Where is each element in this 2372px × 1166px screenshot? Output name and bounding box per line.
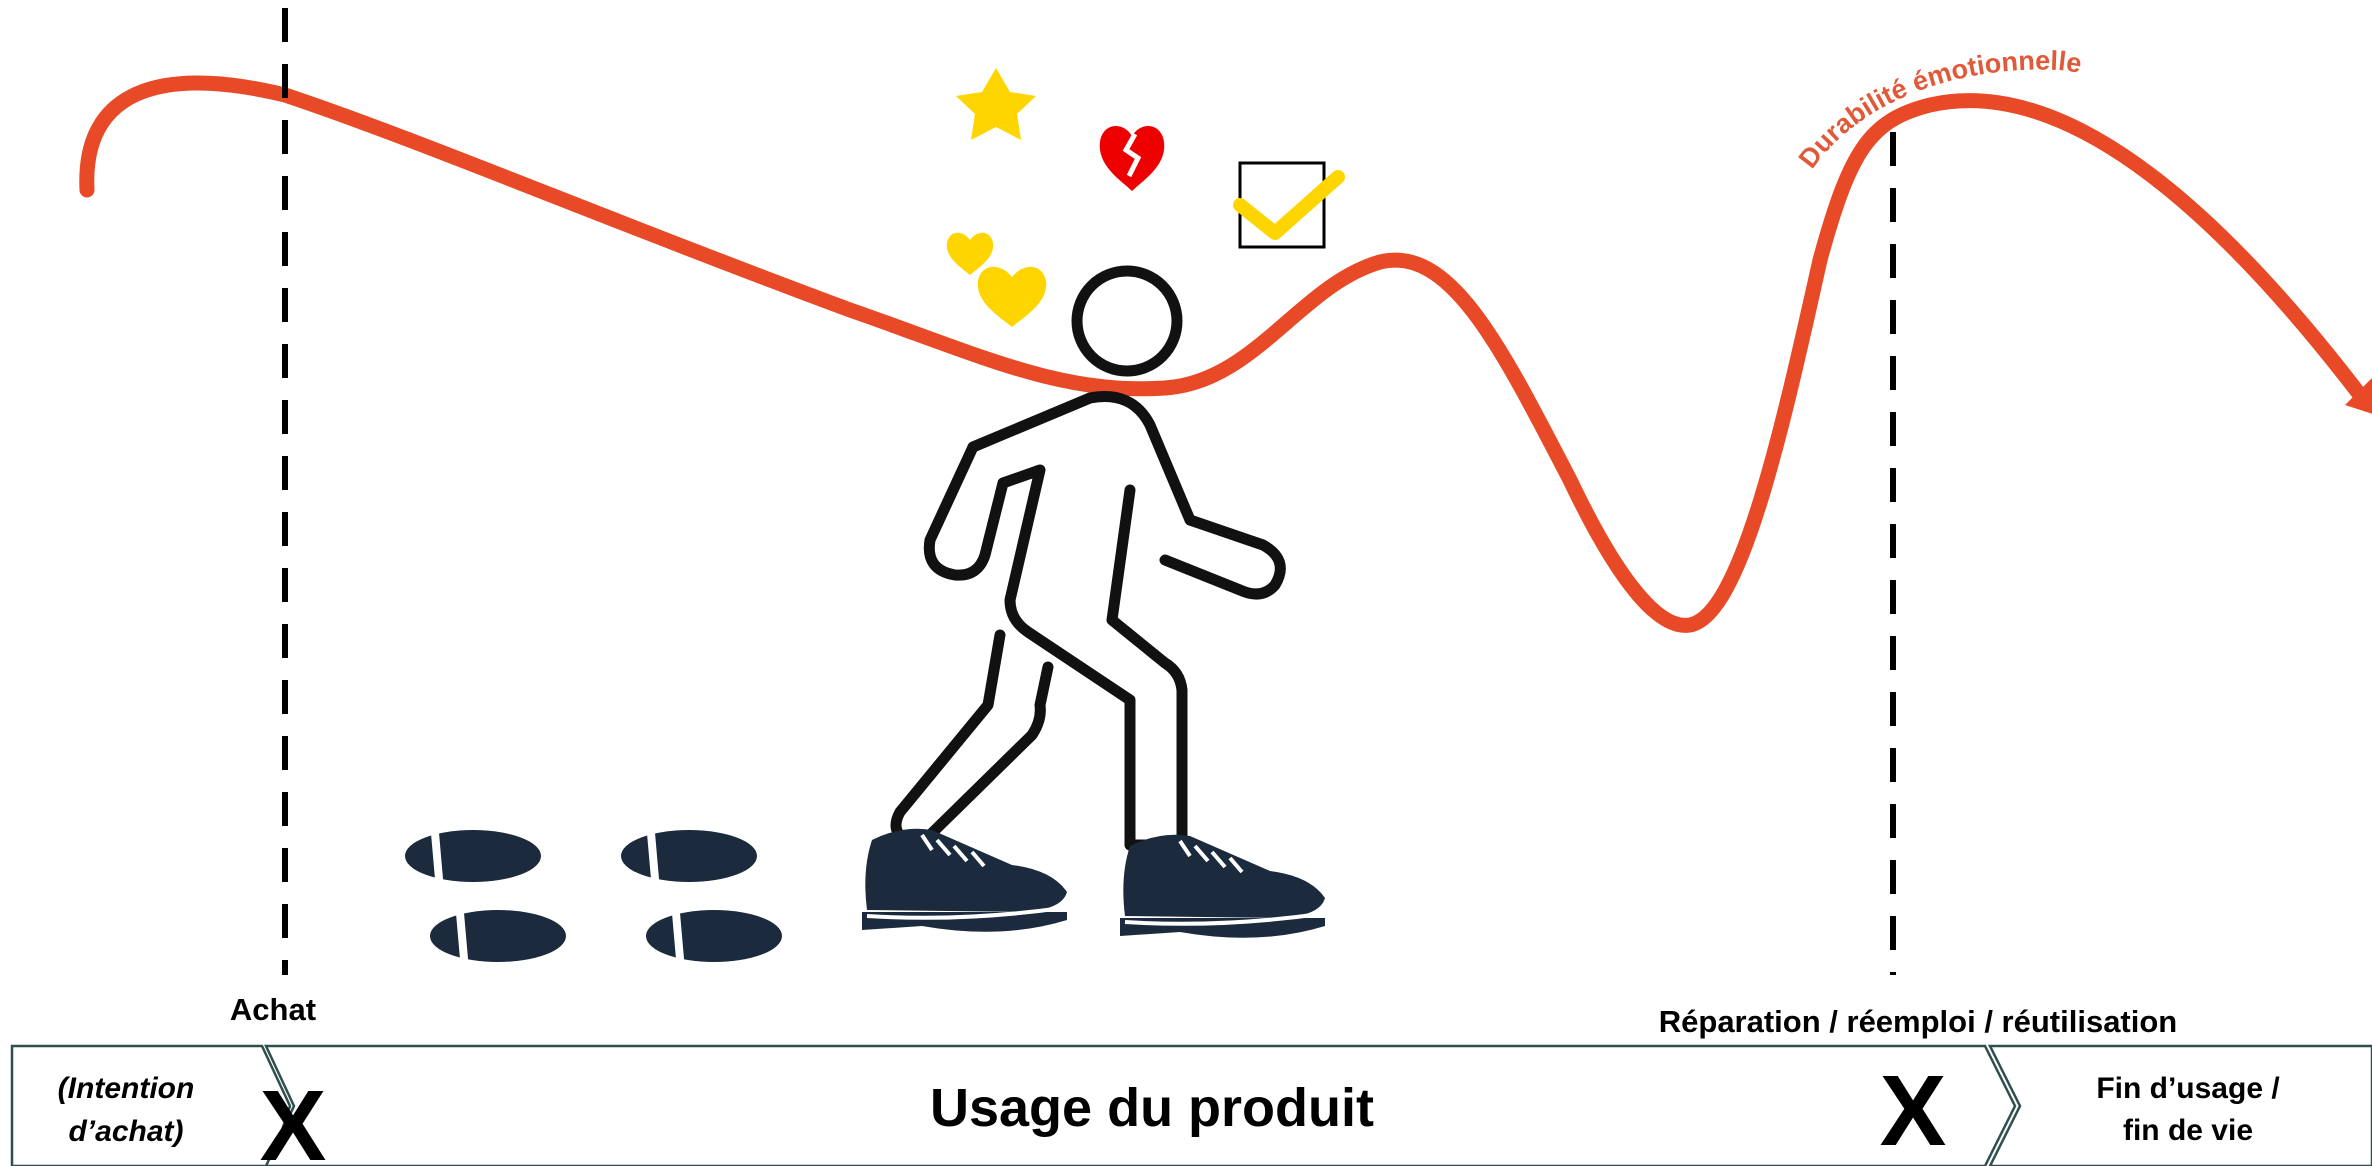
purchase-label: Achat <box>230 992 316 1027</box>
footprints-icon <box>405 826 782 966</box>
walking-person-icon <box>890 265 1286 851</box>
star-icon <box>956 68 1036 140</box>
timeline-stage-end <box>1987 1044 2372 1166</box>
purchase-cross-mark: X <box>260 1070 327 1166</box>
timeline-stage-intention <box>10 1044 292 1166</box>
intention-label-line2: d’achat) <box>68 1115 183 1148</box>
timeline-stage-usage <box>264 1044 2017 1166</box>
checkbox-check-icon <box>1233 161 1345 249</box>
repair-label: Réparation / réemploi / réutilisation <box>1659 1004 2178 1039</box>
repair-cross-mark: X <box>1880 1055 1947 1166</box>
usage-label: Usage du produit <box>930 1078 1374 1138</box>
broken-heart-icon <box>1099 125 1165 191</box>
end-of-use-label-line1: Fin d’usage / <box>2096 1072 2280 1105</box>
timeline: (Intention d’achat) Usage du produit Fin… <box>10 1044 2372 1166</box>
intention-label-line1: (Intention <box>58 1072 195 1105</box>
shoe-icon <box>860 826 1327 940</box>
emotional-durability-curve <box>79 75 2372 633</box>
hearts-icon <box>946 232 1047 327</box>
curve-arrowhead <box>2345 378 2372 414</box>
end-of-use-label-line2: fin de vie <box>2123 1114 2253 1147</box>
